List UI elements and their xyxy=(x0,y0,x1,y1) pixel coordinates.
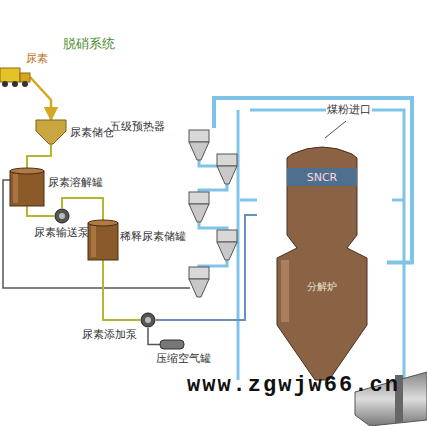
transfer-pump-shape xyxy=(54,208,70,224)
pipe-connector xyxy=(103,260,140,320)
preheater: 五级预热器 xyxy=(188,128,240,308)
node-label: SNCR xyxy=(257,171,387,185)
node-label: 尿素输送泵 xyxy=(34,226,89,240)
urea-silo-shape xyxy=(36,120,66,144)
preheater-shape xyxy=(188,128,240,308)
inlet-label: 煤粉进口 xyxy=(326,102,372,117)
node-label: 尿素溶解罐 xyxy=(48,176,103,190)
urea-truck: 尿素 xyxy=(0,66,30,88)
dilute-tank-shape xyxy=(88,220,118,260)
node-label: 稀释尿素储罐 xyxy=(120,230,186,244)
node-label: 压缩空气罐 xyxy=(156,352,211,366)
dilute-tank: 稀释尿素储罐 xyxy=(88,220,118,260)
dosing-pump: 尿素添加泵 xyxy=(140,312,156,328)
diagram-title: 脱硝系统 xyxy=(62,36,116,52)
leader-line xyxy=(325,121,346,138)
calciner: SNCR 分解炉 xyxy=(257,140,387,385)
watermark: www.zgwjw66.cn xyxy=(186,373,401,399)
pipe-connector xyxy=(27,144,51,168)
dissolving-tank: 尿素溶解罐 xyxy=(10,168,44,206)
air-tank-shape xyxy=(160,340,184,349)
dissolving-tank-shape xyxy=(10,168,44,206)
node-label: 尿素储仓 xyxy=(70,126,114,140)
pipe-connector xyxy=(30,77,51,120)
air-tank: 压缩空气罐 xyxy=(160,340,184,349)
pipe-connector xyxy=(148,328,160,345)
transfer-pump: 尿素输送泵 xyxy=(54,208,70,224)
urea-silo: 尿素储仓 xyxy=(36,120,66,144)
node-label: 尿素添加泵 xyxy=(82,328,137,342)
node-label: 分解炉 xyxy=(257,280,387,294)
node-label: 五级预热器 xyxy=(110,120,165,134)
urea-truck-shape xyxy=(0,66,30,88)
dosing-pump-shape xyxy=(140,312,156,328)
duct-frame xyxy=(238,110,404,380)
pipe-connector xyxy=(27,206,54,216)
node-label: 尿素 xyxy=(26,52,48,66)
